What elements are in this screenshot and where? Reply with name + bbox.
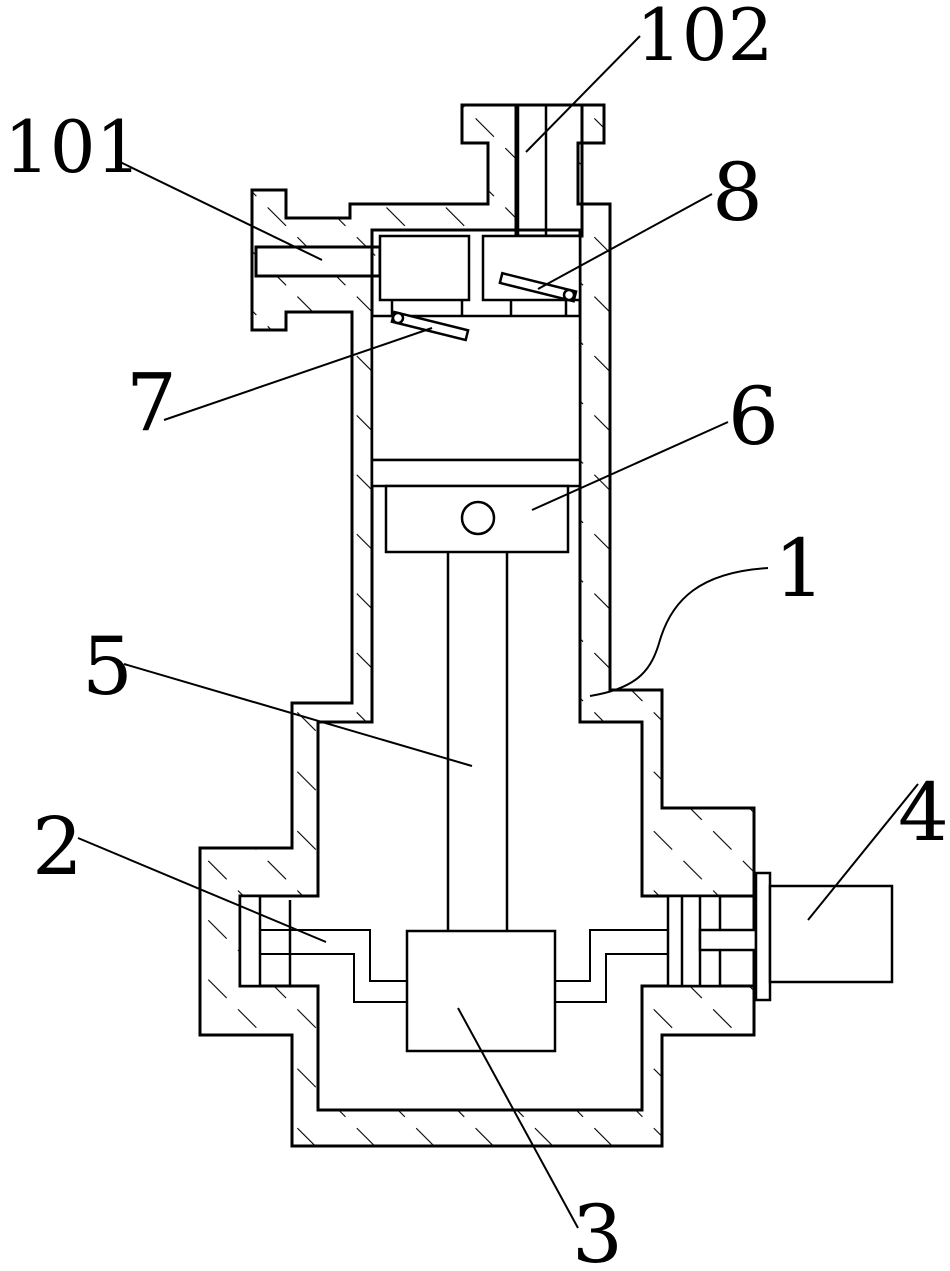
label-101: 101	[4, 105, 141, 189]
piston-band	[370, 458, 582, 488]
leader-8	[537, 193, 713, 290]
leader-101	[115, 159, 323, 261]
inlet-valve-flap	[390, 310, 470, 342]
motor-shaft	[698, 928, 758, 952]
label-6: 6	[728, 370, 779, 463]
leader-6	[531, 421, 729, 511]
motor-flange	[754, 871, 772, 1002]
inlet-valve-chamber	[378, 234, 471, 302]
leader-4	[807, 783, 919, 921]
crank-block	[405, 929, 557, 1053]
leader-2	[77, 837, 327, 943]
leader-5	[123, 663, 473, 767]
label-7: 7	[126, 356, 177, 449]
label-4: 4	[898, 766, 949, 859]
label-102: 102	[636, 0, 773, 77]
leader-1	[589, 567, 769, 697]
crank-shaft-upper-edge	[258, 929, 720, 982]
piston-pin	[460, 500, 496, 536]
label-2: 2	[32, 800, 83, 893]
label-5: 5	[82, 620, 133, 713]
outlet-valve-flap	[498, 271, 578, 303]
label-3: 3	[572, 1188, 623, 1271]
leader-102	[525, 35, 641, 153]
leader-7	[163, 327, 433, 421]
motor	[768, 884, 894, 984]
left-bearing	[238, 894, 262, 988]
label-1: 1	[774, 522, 825, 615]
pump-cylinder-head	[370, 314, 582, 462]
crank-shaft-lower-edge	[258, 953, 720, 1003]
leader-3	[457, 1007, 579, 1229]
label-8: 8	[712, 146, 763, 239]
